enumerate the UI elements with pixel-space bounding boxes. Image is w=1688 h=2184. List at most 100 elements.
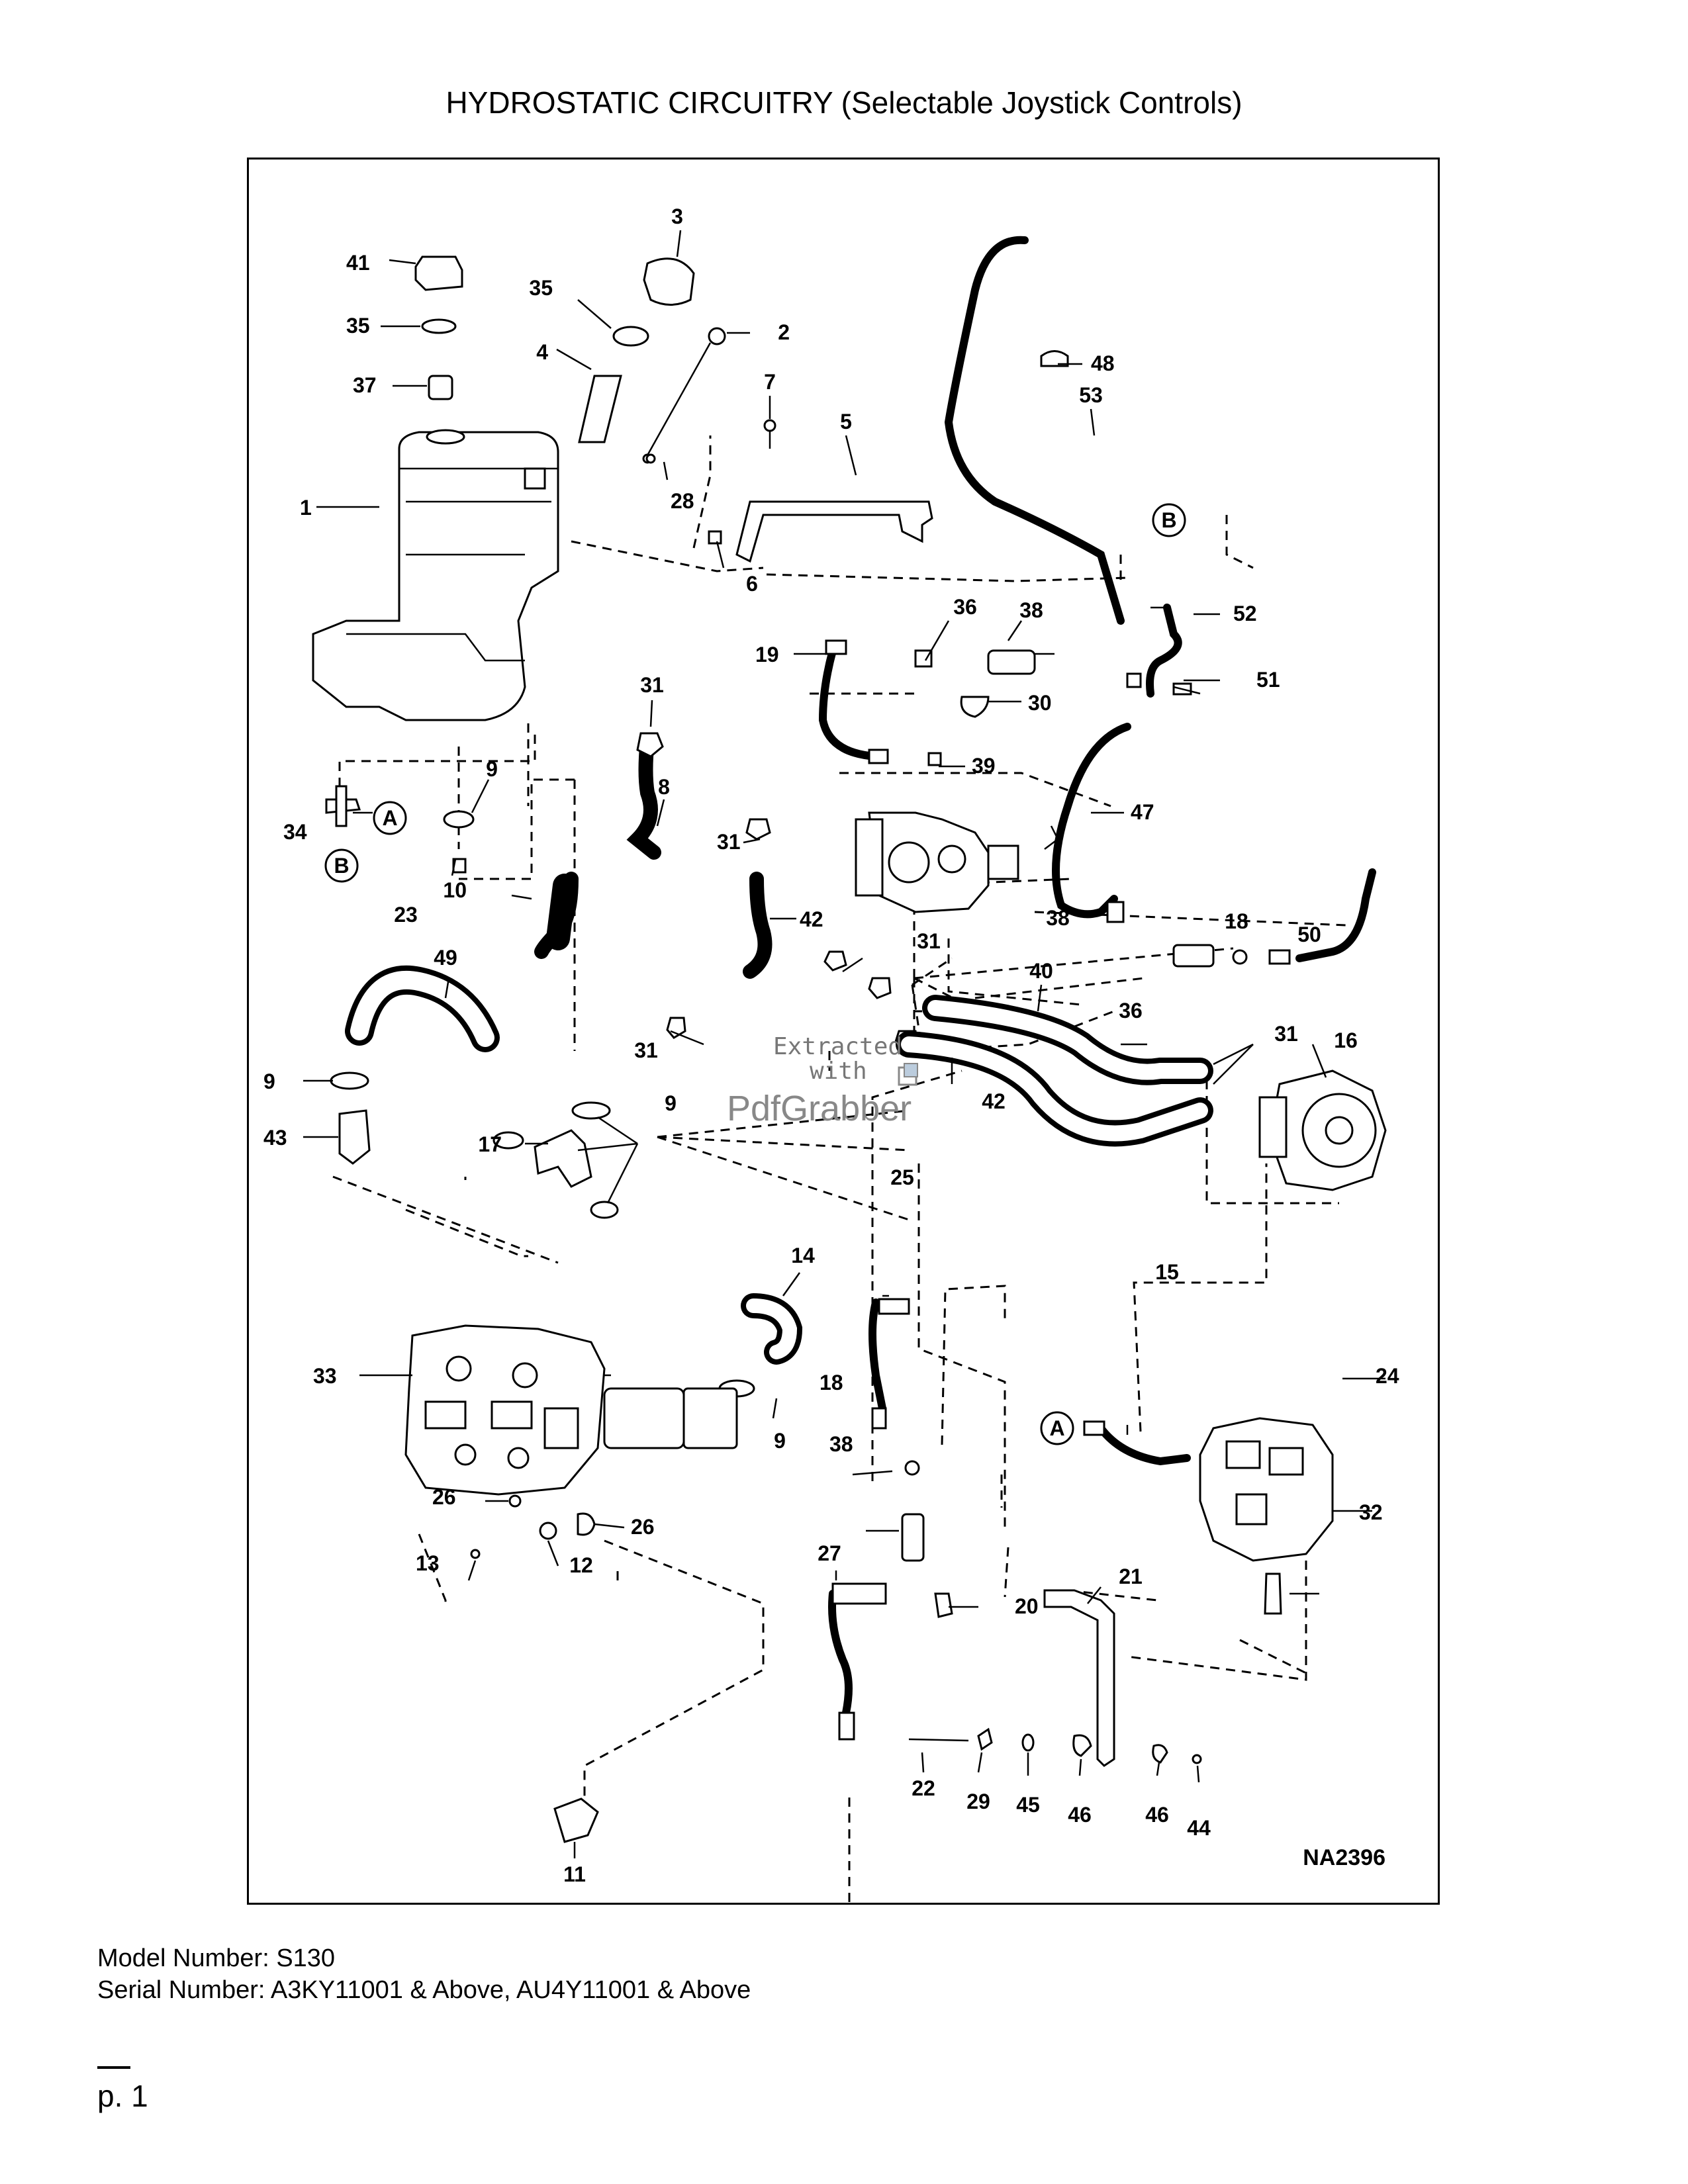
callout-20: 20 — [1015, 1594, 1039, 1618]
callout-25: 25 — [890, 1165, 914, 1189]
callout-44: 44 — [1187, 1816, 1211, 1840]
callout-50: 50 — [1297, 923, 1321, 946]
figure-code: NA2396 — [1303, 1845, 1385, 1870]
callout-12: 12 — [569, 1553, 593, 1577]
return-hose-47 — [1044, 723, 1376, 968]
callout-46-b: 46 — [1145, 1803, 1169, 1827]
callout-4: 4 — [536, 340, 548, 364]
callout-3: 3 — [671, 205, 683, 228]
callout-24: 24 — [1376, 1364, 1399, 1388]
filler-cap — [414, 255, 463, 400]
callout-32: 32 — [1359, 1500, 1383, 1524]
marker-a-left: A — [382, 806, 397, 830]
callout-21: 21 — [1119, 1565, 1143, 1588]
callout-35-a: 35 — [529, 276, 553, 300]
diagram-frame — [247, 158, 1440, 1905]
callout-5: 5 — [840, 410, 852, 433]
callout-17: 17 — [478, 1132, 502, 1156]
callout-38-c: 38 — [829, 1432, 853, 1456]
callout-36-a: 36 — [953, 595, 977, 619]
callout-28: 28 — [671, 489, 694, 513]
callout-38-a: 38 — [1019, 598, 1043, 622]
callout-46-a: 46 — [1068, 1803, 1092, 1827]
page-number: p. 1 — [97, 2079, 148, 2113]
callout-40: 40 — [1029, 959, 1053, 983]
callout-26-a: 26 — [432, 1485, 456, 1509]
callout-19: 19 — [755, 643, 779, 666]
callout-31-c: 31 — [917, 929, 941, 953]
callout-9-b: 9 — [263, 1069, 275, 1093]
pdfgrabber-watermark: Extracted with PdfGrabber — [727, 1033, 918, 1128]
marker-a-right: A — [1049, 1416, 1064, 1440]
callout-39: 39 — [972, 754, 996, 778]
drive-motor-right — [1258, 1069, 1387, 1191]
model-number: Model Number: S130 — [97, 1944, 336, 1972]
callout-36-b: 36 — [1119, 999, 1143, 1023]
callout-31-d: 31 — [634, 1038, 658, 1062]
callout-47: 47 — [1131, 800, 1154, 824]
callout-48: 48 — [1091, 351, 1115, 375]
mounting-bracket — [708, 419, 933, 563]
hydraulic-motor-center — [855, 811, 1019, 913]
reference-markers: A B B A — [324, 503, 1186, 1445]
callout-43: 43 — [263, 1126, 287, 1150]
hydraulic-tank — [312, 429, 559, 721]
callout-9-a: 9 — [486, 757, 498, 781]
charge-hose-19 — [818, 639, 1142, 766]
callout-18-b: 18 — [820, 1371, 843, 1394]
tee-and-clamps — [330, 810, 803, 1398]
callout-45: 45 — [1016, 1793, 1040, 1817]
lower-hoses-and-hardware — [553, 1582, 1202, 1843]
callout-18-a: 18 — [1225, 909, 1248, 933]
serial-number: Serial Number: A3KY11001 & Above, AU4Y11… — [97, 1976, 751, 2004]
fittings — [636, 732, 918, 1051]
watermark-line-2: with — [810, 1058, 867, 1085]
callout-52: 52 — [1233, 602, 1257, 625]
callout-31-e: 31 — [1274, 1022, 1298, 1046]
hydrostatic-pump — [404, 1324, 738, 1496]
footer-rule — [97, 2066, 130, 2069]
suction-hoses — [345, 733, 773, 1052]
hydrostatic-parts-diagram: 3 41 35 35 2 4 37 7 5 1 28 6 48 53 36 38… — [263, 205, 1399, 1905]
callout-1: 1 — [300, 496, 312, 520]
callout-42-b: 42 — [982, 1089, 1006, 1113]
breather-assembly — [578, 257, 726, 464]
hose-25-assembly — [868, 1298, 953, 1618]
callout-37: 37 — [353, 373, 377, 397]
callout-35-b: 35 — [346, 314, 370, 338]
callout-22: 22 — [912, 1776, 935, 1800]
callout-29: 29 — [966, 1790, 990, 1813]
callout-13: 13 — [416, 1551, 440, 1575]
callout-23: 23 — [394, 903, 418, 927]
callout-10: 10 — [443, 878, 467, 902]
callout-53: 53 — [1079, 383, 1103, 407]
callout-27: 27 — [818, 1541, 841, 1565]
page-title: HYDROSTATIC CIRCUITRY (Selectable Joysti… — [445, 85, 1243, 120]
callout-9-d: 9 — [774, 1429, 786, 1453]
callout-16: 16 — [1334, 1028, 1358, 1052]
callout-labels: 3 41 35 35 2 4 37 7 5 1 28 6 48 53 36 38… — [263, 205, 1399, 1886]
callout-41: 41 — [346, 251, 370, 275]
watermark-line-1: Extracted — [773, 1033, 902, 1060]
callout-7: 7 — [764, 370, 776, 394]
control-valve — [1083, 1417, 1334, 1615]
callout-42-a: 42 — [800, 907, 823, 931]
callout-30: 30 — [1028, 691, 1052, 715]
leader-lines — [303, 230, 1385, 1858]
callout-26-b: 26 — [631, 1515, 655, 1539]
callout-51: 51 — [1256, 668, 1280, 692]
callout-31-b: 31 — [717, 830, 741, 854]
marker-b-left: B — [334, 854, 349, 878]
callout-33: 33 — [313, 1364, 337, 1388]
callout-8: 8 — [658, 775, 670, 799]
callout-2: 2 — [778, 320, 790, 344]
watermark-brand: PdfGrabber — [727, 1089, 912, 1128]
motor-hoses — [896, 995, 1213, 1147]
callout-15: 15 — [1155, 1260, 1179, 1284]
callout-49: 49 — [434, 946, 457, 970]
callout-11: 11 — [563, 1862, 586, 1886]
pump-hardware — [470, 1494, 596, 1559]
callout-14: 14 — [791, 1244, 815, 1267]
tee-fitting-34 — [325, 785, 467, 874]
case-drain-hoses — [944, 236, 1182, 698]
